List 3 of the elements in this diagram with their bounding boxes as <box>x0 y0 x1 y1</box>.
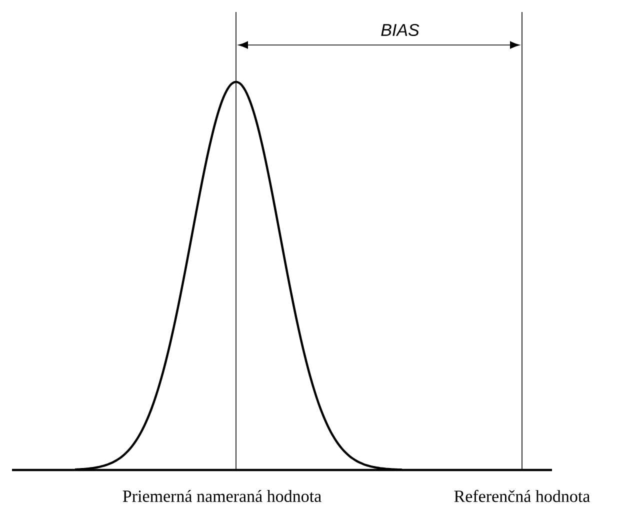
axis-label: Priemerná nameraná hodnota <box>122 490 322 502</box>
dimension-label: BIAS <box>381 24 420 36</box>
axis-label: Referenčná hodnota <box>454 490 590 502</box>
